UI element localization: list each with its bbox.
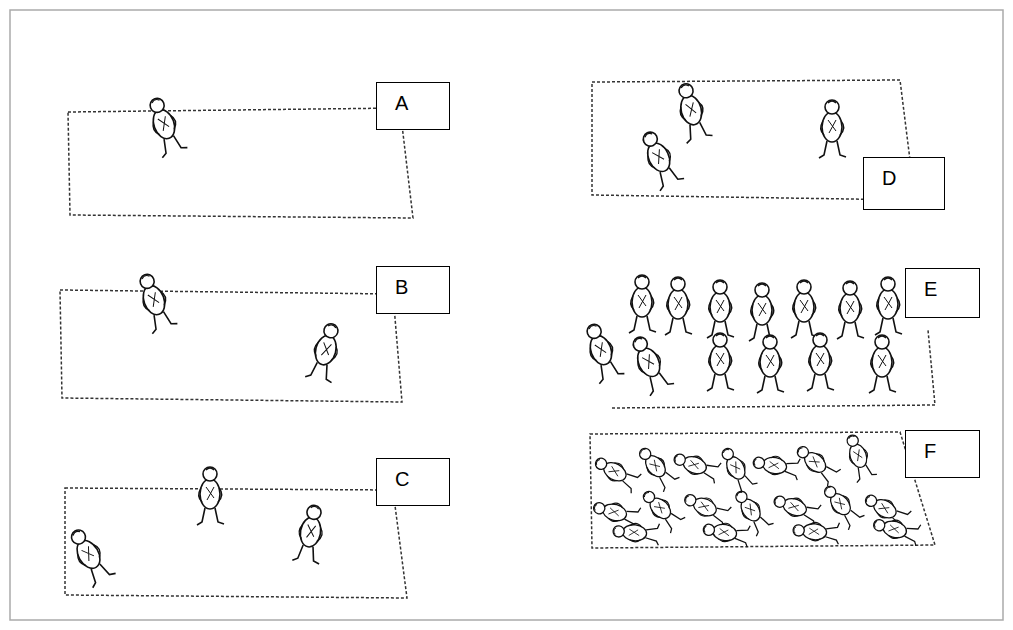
person-figure <box>752 451 801 480</box>
panel-letter: B <box>395 275 408 299</box>
person-figure <box>792 519 840 545</box>
person-figure <box>612 520 660 546</box>
person-figure <box>64 524 116 588</box>
person-figure <box>749 283 776 341</box>
person-figure <box>580 320 625 384</box>
crowd <box>591 432 922 548</box>
person-figure <box>665 277 692 335</box>
person-figure <box>702 518 751 547</box>
person-figure <box>638 485 686 533</box>
person-figure <box>292 503 329 565</box>
person-figure <box>807 333 834 391</box>
person-figure <box>591 451 642 493</box>
person-figure <box>707 333 734 391</box>
floor-area <box>65 488 407 598</box>
label-box: D <box>863 157 945 210</box>
person-figure <box>837 281 864 339</box>
person-figure <box>792 440 841 486</box>
person-figure <box>629 275 656 333</box>
panel-letter: C <box>395 467 409 491</box>
person-figure <box>681 488 732 527</box>
person-figure <box>672 80 713 143</box>
person-figure <box>636 127 685 191</box>
label-box: E <box>905 268 980 318</box>
person-figure <box>634 442 680 491</box>
person-figure <box>757 335 784 393</box>
person-figure <box>671 447 722 483</box>
person-figure <box>871 513 921 546</box>
person-figure <box>197 467 224 525</box>
floor-area <box>590 432 935 548</box>
person-figure <box>133 270 178 334</box>
person-figure <box>626 332 675 396</box>
person-figure <box>791 280 818 338</box>
label-box: B <box>376 266 450 314</box>
person-figure <box>716 444 758 495</box>
person-figure <box>730 486 774 536</box>
person-figure <box>143 94 188 158</box>
label-box: C <box>376 458 450 506</box>
person-figure <box>819 480 865 529</box>
panel-letter: E <box>924 277 937 301</box>
person-figure <box>707 280 734 338</box>
person-figure <box>869 335 896 393</box>
floor-area <box>612 330 935 408</box>
outer-frame <box>10 10 1003 620</box>
panel-letter: D <box>882 166 896 190</box>
label-box: F <box>905 430 980 478</box>
person-figure <box>819 100 846 158</box>
person-figure <box>305 321 346 384</box>
label-box: A <box>376 82 450 130</box>
person-figure <box>875 277 902 335</box>
panel-letter: F <box>924 439 936 463</box>
floor-area <box>68 108 413 218</box>
person-figure <box>841 432 877 483</box>
person-figure <box>771 489 822 525</box>
floor-area <box>60 290 402 402</box>
panel-letter: A <box>395 91 408 115</box>
